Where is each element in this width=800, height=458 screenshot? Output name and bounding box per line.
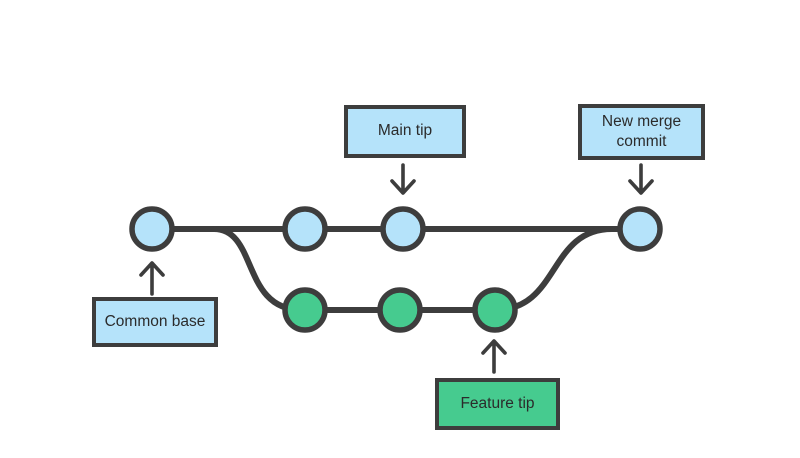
new-merge-commit-down-arrow-icon [628, 163, 654, 195]
common-base-up-arrow-icon [139, 261, 165, 296]
feature-commit-node [377, 287, 423, 333]
main-tip-label: Main tip [344, 105, 466, 158]
main-commit-node [282, 206, 328, 252]
feature-tip-label: Feature tip [435, 378, 560, 430]
feature-commit-node [282, 287, 328, 333]
main-commit-node [129, 206, 175, 252]
commit-nodes [129, 206, 663, 333]
common-base-label: Common base [92, 297, 218, 347]
main-commit-node [617, 206, 663, 252]
feature-tip-up-arrow-icon [481, 339, 507, 374]
feature-commit-node [472, 287, 518, 333]
main-tip-down-arrow-icon [390, 163, 416, 195]
main-commit-node [380, 206, 426, 252]
new-merge-commit-label: New merge commit [578, 104, 705, 160]
